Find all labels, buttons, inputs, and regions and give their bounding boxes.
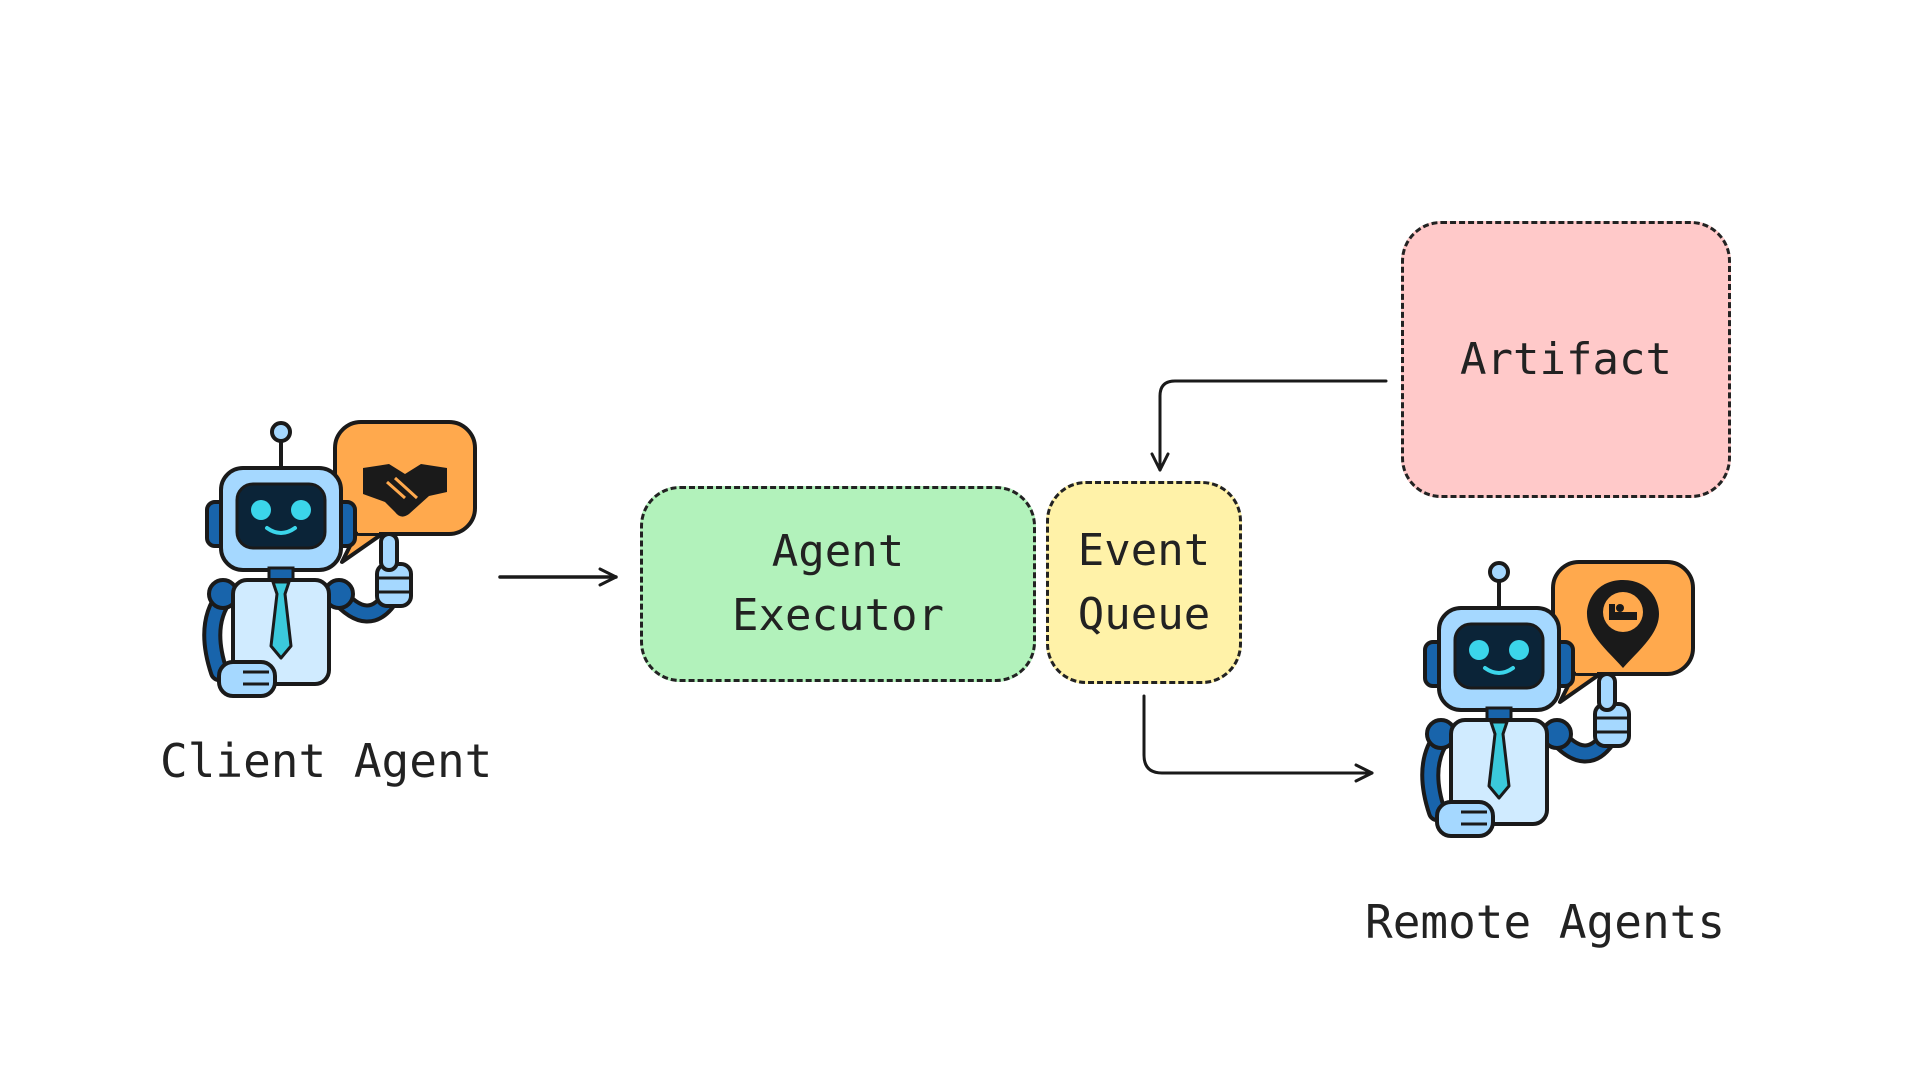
remote-agents-robot (1425, 562, 1693, 836)
artifact-node: Artifact (1401, 221, 1731, 498)
agent-executor-label-line2: Executor (732, 590, 944, 641)
agent-executor-label-line1: Agent (771, 526, 905, 578)
event-queue-node: Event Queue (1046, 481, 1242, 684)
handshake-icon (363, 464, 447, 517)
remote-agents-label: Remote Agents (1365, 895, 1726, 949)
edge-artifact-to-queue (1150, 379, 1388, 472)
event-queue-label-line2: Queue (1077, 588, 1211, 640)
edge-queue-to-remote (1142, 694, 1374, 783)
event-queue-label-line1: Event (1077, 524, 1211, 576)
artifact-label: Artifact (1460, 333, 1672, 385)
hotel-location-pin-icon (1587, 580, 1659, 668)
client-agent-robot (207, 422, 475, 696)
client-agent-label: Client Agent (160, 734, 493, 788)
agent-executor-node: Agent Executor (640, 486, 1036, 682)
